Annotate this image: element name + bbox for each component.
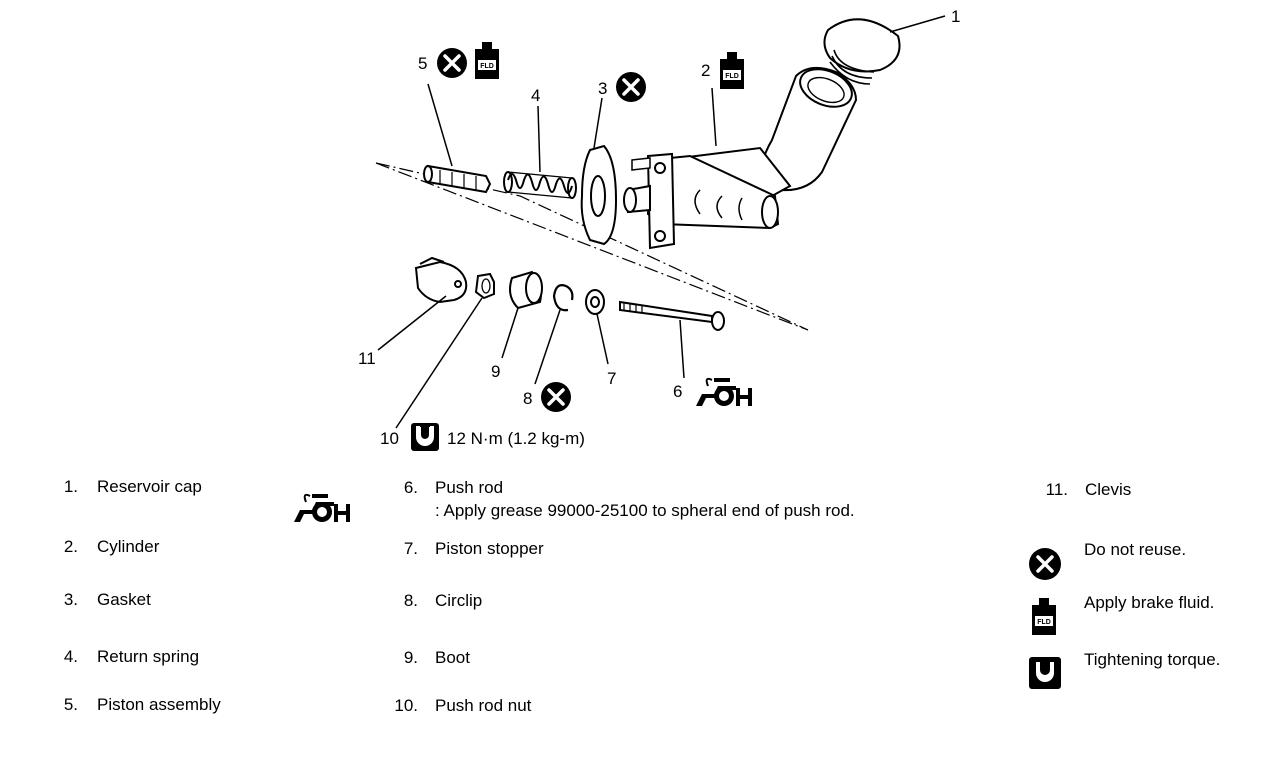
legend-circlip: Circlip bbox=[435, 591, 483, 610]
legend-cylinder: Cylinder bbox=[97, 537, 160, 556]
callout-11: 11 bbox=[358, 349, 376, 368]
legend-num: 11. bbox=[1045, 480, 1068, 499]
reservoir-cap-part bbox=[823, 18, 901, 85]
symbol-torque-label: Tightening torque. bbox=[1084, 650, 1221, 669]
legend-push-rod-nut: Push rod nut bbox=[435, 696, 532, 715]
legend-num: 6. bbox=[403, 478, 418, 497]
legend-num: 7. bbox=[403, 539, 418, 558]
gasket-part bbox=[580, 144, 618, 246]
brake-fluid-icon: FLD bbox=[1032, 598, 1056, 635]
callout-4: 4 bbox=[531, 86, 540, 105]
symbol-do-not-reuse-label: Do not reuse. bbox=[1084, 540, 1187, 559]
legend-push-rod-note: : Apply grease 99000-25100 to spheral en… bbox=[435, 501, 855, 520]
push-rod-nut-part bbox=[474, 272, 495, 300]
do-not-reuse-icon bbox=[539, 380, 573, 414]
brake-fluid-badge-text: FLD bbox=[725, 73, 739, 80]
brake-fluid-badge-text: FLD bbox=[480, 63, 494, 70]
grease-icon bbox=[294, 493, 350, 522]
callout-5: 5 bbox=[418, 54, 427, 73]
legend-piston-assembly: Piston assembly bbox=[97, 695, 221, 714]
symbol-brake-fluid-label: Apply brake fluid. bbox=[1084, 593, 1215, 612]
circlip-part bbox=[552, 284, 574, 312]
torque-icon bbox=[411, 423, 439, 451]
do-not-reuse-icon bbox=[614, 70, 648, 104]
callout-7: 7 bbox=[607, 369, 616, 388]
do-not-reuse-icon bbox=[435, 46, 469, 80]
legend-num: 5. bbox=[63, 695, 78, 714]
callout-1: 1 bbox=[951, 7, 960, 26]
legend-gasket: Gasket bbox=[97, 590, 151, 609]
callout-6: 6 bbox=[673, 382, 682, 401]
callout-8: 8 bbox=[523, 389, 532, 408]
brake-fluid-icon: FLD bbox=[475, 42, 499, 79]
legend-push-rod: Push rod bbox=[435, 478, 504, 497]
legend-piston-stopper: Piston stopper bbox=[435, 539, 544, 558]
legend-clevis: Clevis bbox=[1085, 480, 1132, 499]
callout-10: 10 bbox=[380, 429, 399, 448]
torque-spec: 12 N·m (1.2 kg-m) bbox=[447, 429, 585, 448]
boot-part bbox=[509, 270, 543, 310]
legend-boot: Boot bbox=[435, 648, 470, 667]
legend-num: 4. bbox=[63, 647, 78, 666]
legend-reservoir-cap: Reservoir cap bbox=[97, 477, 202, 496]
legend-num: 2. bbox=[63, 537, 78, 556]
callout-3: 3 bbox=[598, 79, 607, 98]
push-rod-part bbox=[619, 300, 725, 331]
return-spring-part bbox=[503, 171, 577, 199]
grease-icon bbox=[695, 377, 753, 407]
legend-num: 10. bbox=[394, 696, 418, 715]
callout-labels: 1 2 3 4 5 6 7 8 9 10 11 12 N·m (1.2 kg-m… bbox=[358, 7, 960, 448]
do-not-reuse-icon bbox=[1029, 548, 1061, 580]
legend-num: 8. bbox=[403, 591, 418, 610]
callout-9: 9 bbox=[491, 362, 500, 381]
cylinder-part bbox=[623, 66, 858, 250]
legend-num: 1. bbox=[63, 477, 78, 496]
callout-2: 2 bbox=[701, 61, 710, 80]
piston-assembly-part bbox=[423, 164, 492, 194]
piston-stopper-part bbox=[585, 289, 605, 315]
brake-fluid-icon: FLD bbox=[720, 52, 744, 89]
torque-icon bbox=[1029, 657, 1061, 689]
legend-num: 3. bbox=[63, 590, 78, 609]
legend-return-spring: Return spring bbox=[97, 647, 200, 666]
legend-num: 9. bbox=[403, 648, 418, 667]
brake-fluid-badge-text: FLD bbox=[1037, 619, 1051, 626]
clevis-part bbox=[414, 256, 468, 304]
leader-lines bbox=[377, 15, 946, 429]
